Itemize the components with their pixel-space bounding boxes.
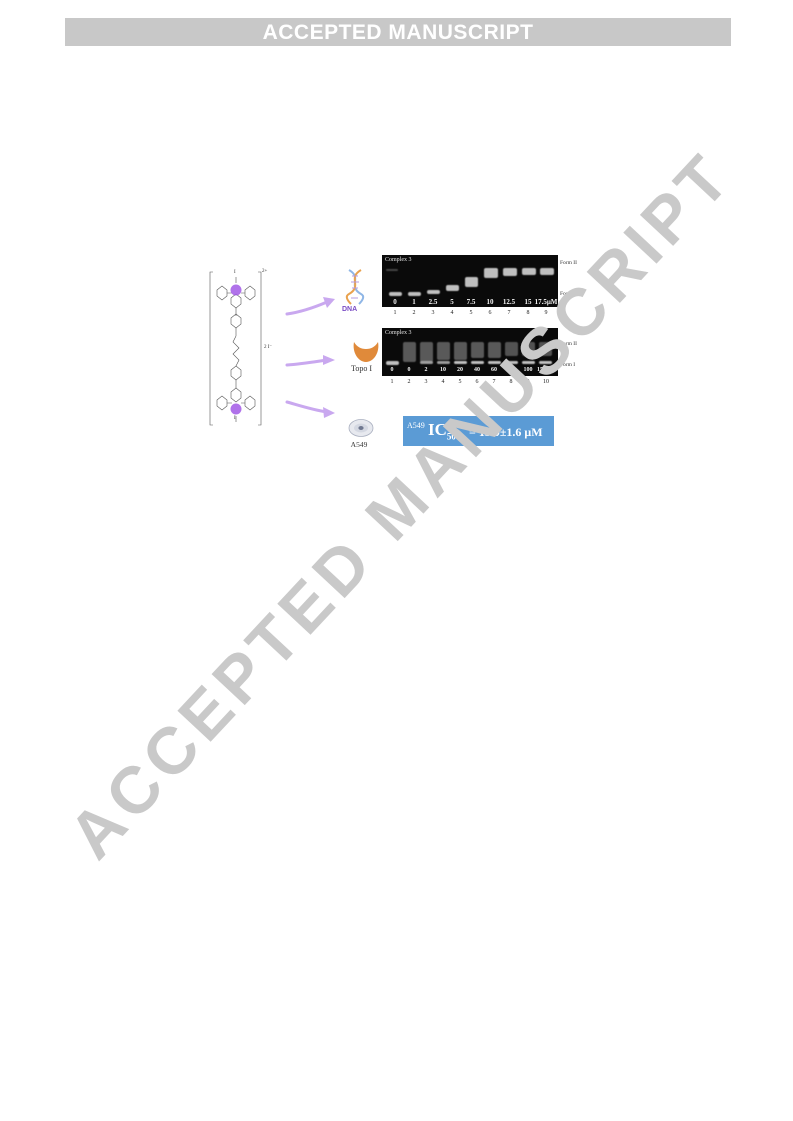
top-iodide-label: I xyxy=(234,270,236,275)
gel-lane-number: 6 xyxy=(488,310,492,316)
topo-concentration: 20 xyxy=(457,367,463,373)
topo-concentration: 2 xyxy=(424,367,428,373)
topo-lane-number: 6 xyxy=(475,379,479,385)
gel-lane-number: 1 xyxy=(393,310,397,316)
bottom-iodide-label: I xyxy=(234,416,236,421)
gel-lane-number: 3 xyxy=(431,310,435,316)
topo-lane-number: 5 xyxy=(458,379,462,385)
ic50-result-box: A549 IC50 = 13.9±1.6 μM xyxy=(403,416,554,446)
topo-lane-number: 10 xyxy=(543,379,549,385)
counterion-label: 2 I⁻ xyxy=(264,345,273,350)
gel-concentration: 2.5 xyxy=(428,298,438,306)
topo-lane-number: 2 xyxy=(407,379,411,385)
gel-concentration: 15 xyxy=(524,298,532,306)
topo-concentration: 0 xyxy=(407,367,411,373)
accepted-manuscript-banner: ACCEPTED MANUSCRIPT xyxy=(65,18,731,46)
form-i-label: Form I xyxy=(560,291,576,297)
gel-concentration: 7.5 xyxy=(466,298,476,306)
topo-lane-number: 4 xyxy=(441,379,445,385)
gel-lane-number: 5 xyxy=(469,310,473,316)
cell-icon xyxy=(348,419,374,437)
gel-lane-number: 9 xyxy=(544,310,548,316)
topoisomerase-icon xyxy=(353,342,379,362)
gel-title: Complex 3 xyxy=(385,257,412,263)
gel-concentration: 12.5 xyxy=(502,298,516,306)
cell-label: A549 xyxy=(350,440,368,449)
ic50-label: IC50 xyxy=(428,420,456,442)
arrows-graphic xyxy=(285,297,335,418)
topo-form-ii-label: Form II xyxy=(560,341,577,347)
topo-lane-number: 9 xyxy=(526,379,530,385)
topo-concentration: 80 xyxy=(508,367,514,373)
gel-lane-number: 8 xyxy=(526,310,530,316)
topo-lane-number: 3 xyxy=(424,379,428,385)
topo-label: Topo I xyxy=(351,364,372,373)
topo-concentration: 150μM xyxy=(536,367,556,373)
ic50-subscript: 50 xyxy=(446,431,456,442)
topo-concentration: 0 xyxy=(390,367,394,373)
gel-concentration: 0 xyxy=(393,298,397,306)
gel-lane-number: 4 xyxy=(450,310,454,316)
dna-label: DNA xyxy=(342,306,358,313)
complex-charge-label: 2+ xyxy=(262,269,268,274)
complex-structure-drawing xyxy=(209,271,262,426)
topo-lane-number: 8 xyxy=(509,379,513,385)
topo-lane-number: 1 xyxy=(390,379,394,385)
topo-relaxation-gel: Complex 3 0 0 2 10 20 40 60 80 100 150μM xyxy=(382,328,558,376)
topo-concentration: 100 xyxy=(523,367,533,373)
dna-cleavage-gel: Complex 3 0 1 2.5 5 7.5 10 12.5 15 17.5μ… xyxy=(382,255,558,307)
topo-lane-number: 7 xyxy=(492,379,496,385)
watermark-text: ACCEPTED MANUSCRIPT xyxy=(53,137,747,873)
gel-concentration: 5 xyxy=(450,298,454,306)
gel-concentration: 17.5μM xyxy=(534,298,558,306)
gel-lane-number: 2 xyxy=(412,310,416,316)
topo-concentration: 40 xyxy=(474,367,480,373)
form-ii-label: Form II xyxy=(560,260,577,266)
gel-title: Complex 3 xyxy=(385,330,412,336)
topo-form-i-label: Form I xyxy=(560,362,576,368)
gel-concentration: 1 xyxy=(412,298,416,306)
graphical-abstract-figure: 2+ 2 I⁻ I I DNA Topo I A5 xyxy=(205,250,585,460)
gel-concentration: 10 xyxy=(486,298,494,306)
dna-icon xyxy=(345,269,365,305)
ic50-value: = 13.9±1.6 μM xyxy=(469,425,543,439)
topo-concentration: 10 xyxy=(440,367,446,373)
gel-lane-number: 7 xyxy=(507,310,511,316)
topo-concentration: 60 xyxy=(491,367,497,373)
ic50-cell-line: A549 xyxy=(407,421,425,430)
